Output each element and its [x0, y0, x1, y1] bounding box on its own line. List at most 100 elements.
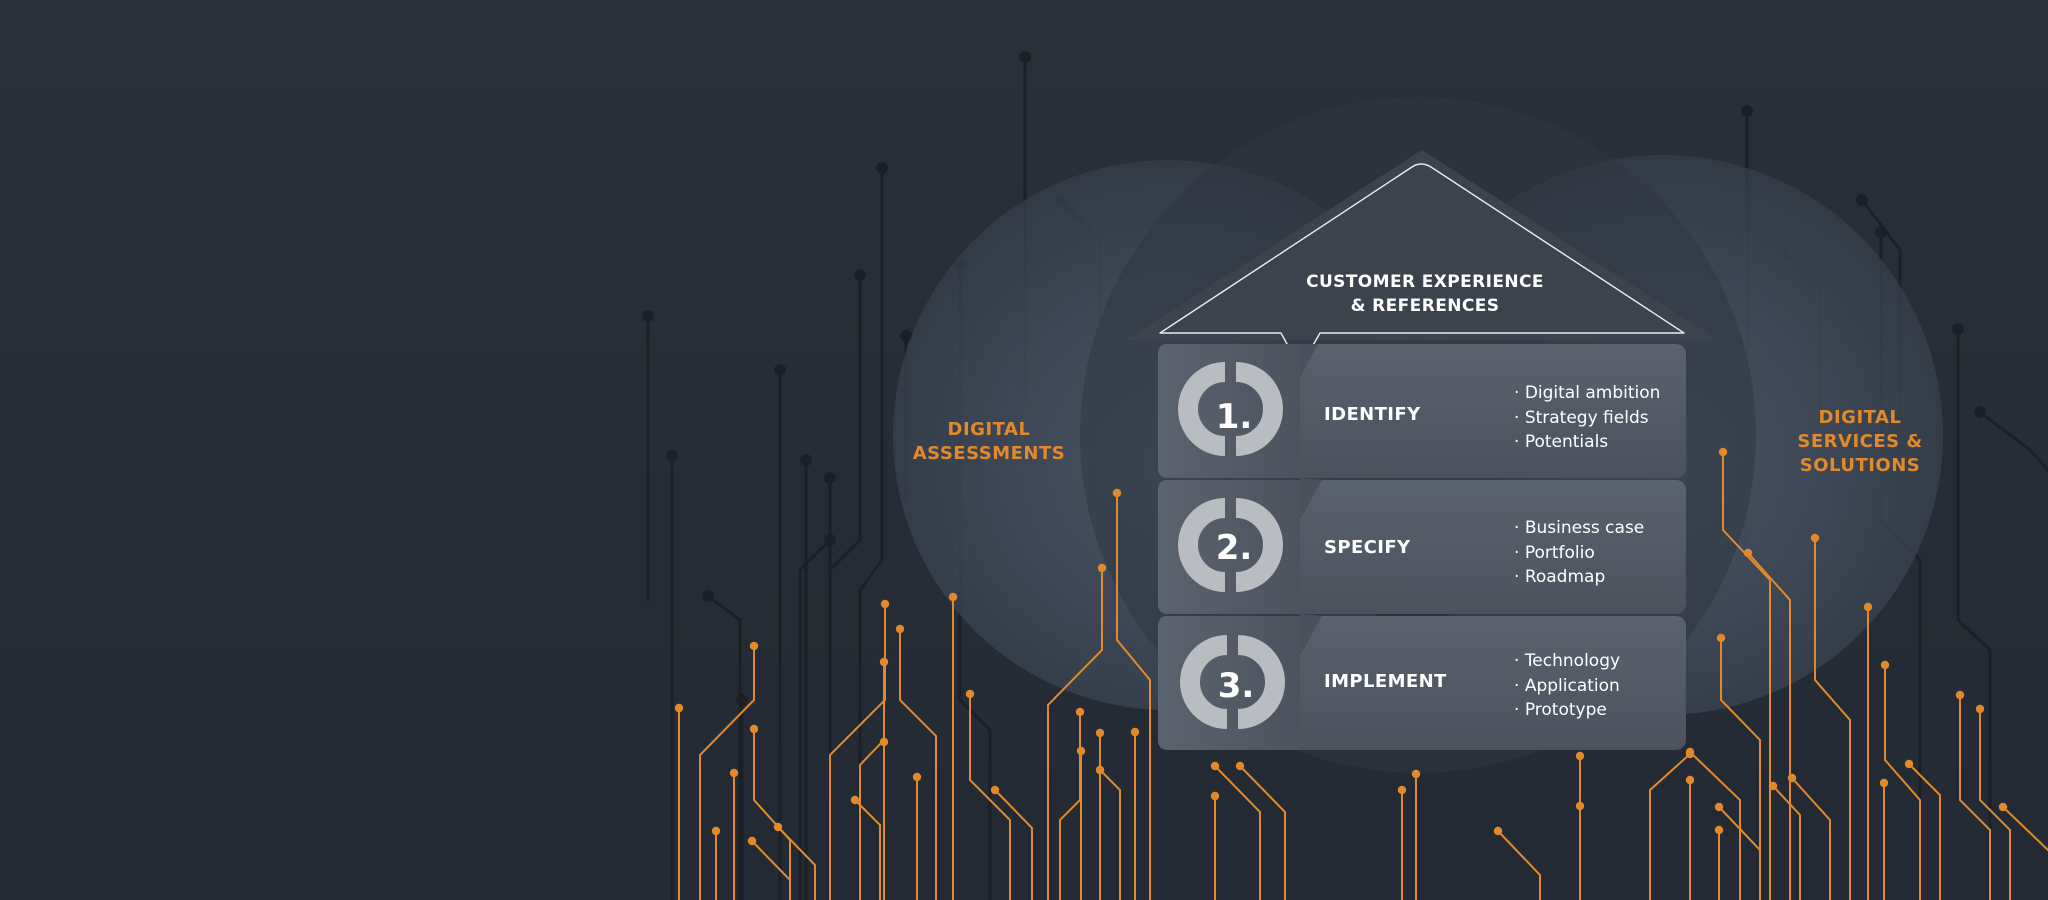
- orange-trace-43-node: [1998, 802, 2008, 812]
- ring-3: [1180, 635, 1285, 729]
- orange-trace-40-node: [1955, 690, 1965, 700]
- orange-trace-1: [699, 645, 755, 900]
- orange-trace-39: [1884, 664, 1921, 900]
- orange-trace-24-node: [1210, 791, 1220, 801]
- orange-trace-36: [1718, 806, 1761, 900]
- step-list-identify: Digital ambition Strategy fields Potenti…: [1514, 381, 1661, 455]
- orange-trace-29-node: [1575, 751, 1585, 761]
- orange-trace-10-node: [948, 592, 958, 602]
- orange-trace-23-node: [1210, 761, 1220, 771]
- orange-trace-25: [1239, 765, 1286, 900]
- orange-trace-48-node: [1685, 749, 1695, 759]
- orange-trace-15-node: [850, 795, 860, 805]
- orange-trace-7-node: [880, 599, 890, 609]
- orange-trace-12: [994, 789, 1033, 900]
- orange-trace-37-node: [1810, 533, 1820, 543]
- list-item: Application: [1514, 674, 1620, 699]
- orange-trace-11-node: [965, 689, 975, 699]
- chevron-1: [1300, 344, 1318, 378]
- step-title-implement: IMPLEMENT: [1324, 671, 1447, 692]
- orange-trace-22: [1099, 769, 1121, 900]
- orange-trace-2: [753, 728, 791, 900]
- dark-trace-0: [858, 166, 884, 900]
- orange-trace-11: [969, 693, 1011, 900]
- orange-trace-7: [829, 603, 886, 900]
- orange-trace-6: [777, 826, 816, 900]
- orange-trace-31-node: [1718, 447, 1728, 457]
- list-item: Business case: [1514, 516, 1644, 541]
- step-title-identify: IDENTIFY: [1324, 404, 1421, 425]
- orange-trace-8: [859, 661, 885, 900]
- list-item: Strategy fields: [1514, 406, 1660, 431]
- dark-trace-16: [1978, 410, 2048, 472]
- step-title-specify: SPECIFY: [1324, 537, 1411, 558]
- orange-trace-41-node: [1975, 704, 1985, 714]
- orange-trace-16: [1047, 567, 1103, 900]
- orange-trace-47-node: [1787, 773, 1797, 783]
- orange-trace-35-node: [1685, 775, 1695, 785]
- orange-trace-9: [899, 628, 937, 900]
- dark-trace-15-node: [1952, 323, 1964, 335]
- list-item: Technology: [1514, 649, 1620, 674]
- chevron-3: [1300, 614, 1322, 656]
- step-list-implement: Technology Application Prototype: [1514, 649, 1620, 723]
- orange-trace-14-node: [879, 737, 889, 747]
- orange-trace-40: [1959, 694, 1991, 900]
- orange-trace-44-node: [1714, 825, 1724, 835]
- orange-trace-23: [1214, 765, 1261, 900]
- dark-trace-2-node: [824, 472, 836, 484]
- dark-trace-8-node: [702, 590, 714, 602]
- orange-trace-3-node: [729, 768, 739, 778]
- orange-trace-48: [1649, 753, 1691, 900]
- dark-trace-0-node: [876, 162, 888, 174]
- dark-trace-16-node: [1974, 406, 1986, 418]
- list-item: Prototype: [1514, 698, 1620, 723]
- orange-trace-36-node: [1714, 802, 1724, 812]
- orange-trace-39-node: [1880, 660, 1890, 670]
- orange-trace-15: [854, 799, 881, 900]
- orange-trace-5: [751, 840, 791, 900]
- orange-trace-17-node: [1075, 707, 1085, 717]
- orange-trace-8-node: [879, 657, 889, 667]
- dark-trace-3-node: [824, 534, 836, 546]
- dark-trace-5-node: [1019, 51, 1031, 63]
- dark-trace-20-node: [900, 330, 912, 342]
- digital-assessments-label: DIGITAL ASSESSMENTS: [912, 419, 1066, 464]
- dark-trace-15: [1956, 327, 1992, 900]
- dark-trace-3: [798, 538, 832, 900]
- orange-trace-30-node: [1575, 801, 1585, 811]
- orange-trace-41: [1979, 708, 2011, 900]
- dark-trace-19-node: [736, 694, 748, 706]
- dark-trace-12-node: [1741, 105, 1753, 117]
- orange-trace-34: [1689, 751, 1741, 900]
- orange-trace-5-node: [747, 836, 757, 846]
- orange-trace-13-node: [912, 772, 922, 782]
- orange-trace-4-node: [711, 826, 721, 836]
- list-item: Digital ambition: [1514, 381, 1661, 406]
- orange-trace-46-node: [1768, 781, 1778, 791]
- orange-trace-20-node: [1112, 488, 1122, 498]
- orange-trace-26-node: [1397, 785, 1407, 795]
- orange-trace-16-node: [1097, 563, 1107, 573]
- dark-trace-1: [828, 273, 862, 900]
- step-number-2: 2.: [1215, 528, 1253, 568]
- orange-trace-46: [1772, 785, 1801, 900]
- dark-trace-1-node: [854, 269, 866, 281]
- orange-trace-17: [1059, 711, 1081, 900]
- customer-experience-title: CUSTOMER EXPERIENCE & REFERENCES: [1306, 272, 1544, 316]
- orange-trace-12-node: [990, 785, 1000, 795]
- orange-trace-43: [2002, 806, 2048, 851]
- step-rings: [1178, 362, 1285, 729]
- chevron-2: [1300, 478, 1322, 520]
- orange-trace-28-node: [1493, 826, 1503, 836]
- dark-trace-7-node: [666, 450, 678, 462]
- dark-trace-8: [706, 594, 742, 900]
- orange-trace-2-node: [749, 724, 759, 734]
- orange-trace-28: [1497, 830, 1541, 900]
- orange-trace-42-node: [1904, 759, 1914, 769]
- list-item: Roadmap: [1514, 565, 1644, 590]
- dark-trace-18-node: [1856, 194, 1868, 206]
- orange-trace-22-node: [1095, 765, 1105, 775]
